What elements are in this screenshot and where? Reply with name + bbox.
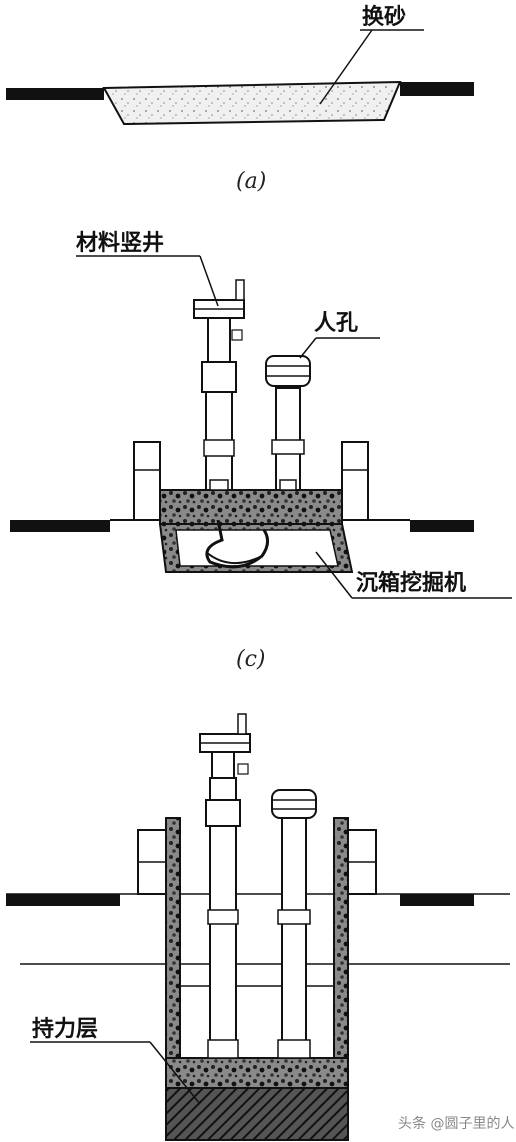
bearing-layer-fill [165, 1087, 349, 1141]
material-shaft-joint-b2 [203, 439, 235, 457]
material-lock-b-flag [235, 279, 245, 301]
manhole-shaft-pipe-c [281, 817, 307, 1059]
material-lock-c-box [237, 763, 249, 775]
material-shaft-neck-b [207, 317, 231, 363]
panel-b: 材料竖井 人孔 沉箱挖掘机 (c) [10, 231, 512, 672]
label-manhole: 人孔 [314, 311, 358, 336]
ground-right-c [400, 894, 474, 906]
manhole-shaft-joint-c2 [277, 1039, 311, 1059]
ground-left-b [10, 520, 110, 532]
excavator-bucket [205, 551, 263, 564]
label-material-shaft: 材料竖井 [76, 231, 164, 256]
material-shaft-neck-c [211, 751, 235, 779]
caisson-body-b [159, 489, 343, 525]
caption-a: (a) [236, 169, 266, 194]
ground-right-b [410, 520, 474, 532]
material-shaft-joint-c1 [205, 799, 241, 827]
ground-left-a [6, 88, 104, 100]
manhole-lock-b [265, 355, 311, 387]
leader-manhole [299, 337, 317, 359]
manhole-shaft-foot-b [279, 479, 297, 491]
leader-sand [319, 29, 373, 105]
side-wall-left-b [133, 441, 161, 521]
label-sand-replacement: 换砂 [362, 4, 406, 30]
leader-bearing-layer-diag [149, 1041, 201, 1105]
side-wall-right-b [341, 441, 369, 521]
panel-c: 持力层 [6, 713, 510, 1141]
ground-right-a [400, 82, 474, 96]
manhole-shaft-pipe-b [275, 387, 301, 491]
manhole-shaft-joint-c1 [277, 909, 311, 925]
label-bearing-layer: 持力层 [32, 1017, 98, 1042]
manhole-shaft-joint-b [271, 439, 305, 455]
material-lock-c-flag [237, 713, 247, 735]
material-shaft-joint-c2 [207, 909, 239, 925]
watermark: 头条 @圆子里的人 [398, 1115, 514, 1132]
material-shaft-joint-c3 [207, 1039, 239, 1059]
label-caisson-excavator: 沉箱挖掘机 [356, 570, 466, 596]
leader-excavator [315, 551, 353, 599]
material-shaft-joint-b1 [201, 361, 237, 393]
sand-fill-pit [102, 80, 402, 126]
caption-c: (c) [236, 647, 266, 672]
leader-material-shaft-diag [199, 255, 219, 307]
chamber-interior-b [175, 529, 339, 567]
material-lock-b-box [231, 329, 243, 341]
material-shaft-foot-b [209, 479, 229, 491]
chamber-roof-c [165, 1057, 349, 1089]
excavator-arm [205, 519, 269, 569]
ground-left-c [6, 894, 120, 906]
panel-a: 换砂 (a) [6, 4, 474, 194]
manhole-lock-c [271, 789, 317, 819]
